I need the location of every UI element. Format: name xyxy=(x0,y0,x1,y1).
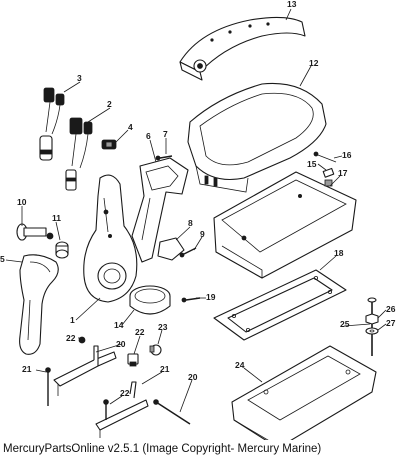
callout-2: 2 xyxy=(107,99,112,109)
part-3-switch-harness xyxy=(39,87,65,161)
part-11-spacer xyxy=(55,241,69,259)
part-29-washer xyxy=(365,327,379,335)
part-14-cover xyxy=(179,16,306,81)
part-17-base-tray xyxy=(213,171,357,279)
part-9-screw xyxy=(179,247,197,258)
callout-4: 4 xyxy=(128,122,133,132)
part-4-clip xyxy=(101,139,117,150)
part-26-mounting-base xyxy=(231,345,377,440)
part-18-gasket xyxy=(213,269,347,341)
part-22-screw-lower xyxy=(103,399,109,420)
callout-27: 25 xyxy=(340,319,350,329)
callout-24: 22 xyxy=(135,327,145,337)
callout-1: 1 xyxy=(70,315,75,325)
callout-20: 20 xyxy=(188,372,198,382)
callout-17: 17 xyxy=(338,168,348,178)
part-20-long-pin xyxy=(153,399,191,425)
part-2-switch-harness xyxy=(65,117,93,191)
callout-9: 9 xyxy=(200,229,205,239)
callout-12: 14 xyxy=(114,320,124,330)
part-12-ring xyxy=(129,285,171,315)
callout-10: 10 xyxy=(17,197,27,207)
part-1-lever-housing xyxy=(83,174,138,303)
part-28-nut xyxy=(365,313,379,325)
part-6-control-arm xyxy=(131,157,189,263)
callout-21-upper: 20 xyxy=(116,339,126,349)
part-22-screw-upper xyxy=(45,367,51,406)
part-7-screw xyxy=(155,155,173,161)
part-10-pin xyxy=(16,223,54,241)
part-27-bolt xyxy=(367,297,377,356)
callout-19: 19 xyxy=(206,292,216,302)
part-21-bracket-upper xyxy=(53,345,117,396)
part-24-fitting xyxy=(127,353,139,367)
callout-26: 24 xyxy=(235,360,245,370)
callout-5: 5 xyxy=(0,254,5,264)
exploded-parts-diagram: 13 12 3 2 4 6 7 16 15 17 10 11 8 9 18 5 … xyxy=(0,0,396,440)
callout-11: 11 xyxy=(52,213,61,223)
leader-lines xyxy=(5,8,387,413)
part-25-fitting xyxy=(149,344,162,356)
part-15-clip xyxy=(322,167,335,178)
part-16-screw xyxy=(313,151,337,163)
callout-labels: 13 12 3 2 4 6 7 16 15 17 10 11 8 9 18 5 … xyxy=(0,0,396,398)
part-8-cam-lever xyxy=(157,237,185,261)
callout-22-upper: 21 xyxy=(22,364,32,374)
part-5-handle xyxy=(19,254,59,355)
callout-14: 13 xyxy=(287,0,297,9)
callout-15: 15 xyxy=(307,159,317,169)
callout-29: 27 xyxy=(386,318,396,328)
part-13-housing-cover xyxy=(187,82,327,193)
callout-6: 6 xyxy=(146,131,151,141)
callout-23: 22 xyxy=(66,333,76,343)
image-caption: MercuryPartsOnline v2.5.1 (Image Copyrig… xyxy=(3,443,322,455)
callout-21-lower: 21 xyxy=(160,364,170,374)
callout-7: 7 xyxy=(163,129,168,139)
callout-22-lower: 22 xyxy=(120,388,130,398)
callout-16: 16 xyxy=(342,150,352,160)
callout-13: 12 xyxy=(309,58,319,68)
callout-25: 23 xyxy=(158,322,168,332)
callout-28: 26 xyxy=(386,304,396,314)
part-19-screw xyxy=(181,297,201,303)
part-23-nut xyxy=(78,336,86,344)
callout-8: 8 xyxy=(188,218,193,228)
part-21-bracket-lower xyxy=(95,381,149,438)
callout-3: 3 xyxy=(77,73,82,83)
callout-18: 18 xyxy=(334,248,344,258)
